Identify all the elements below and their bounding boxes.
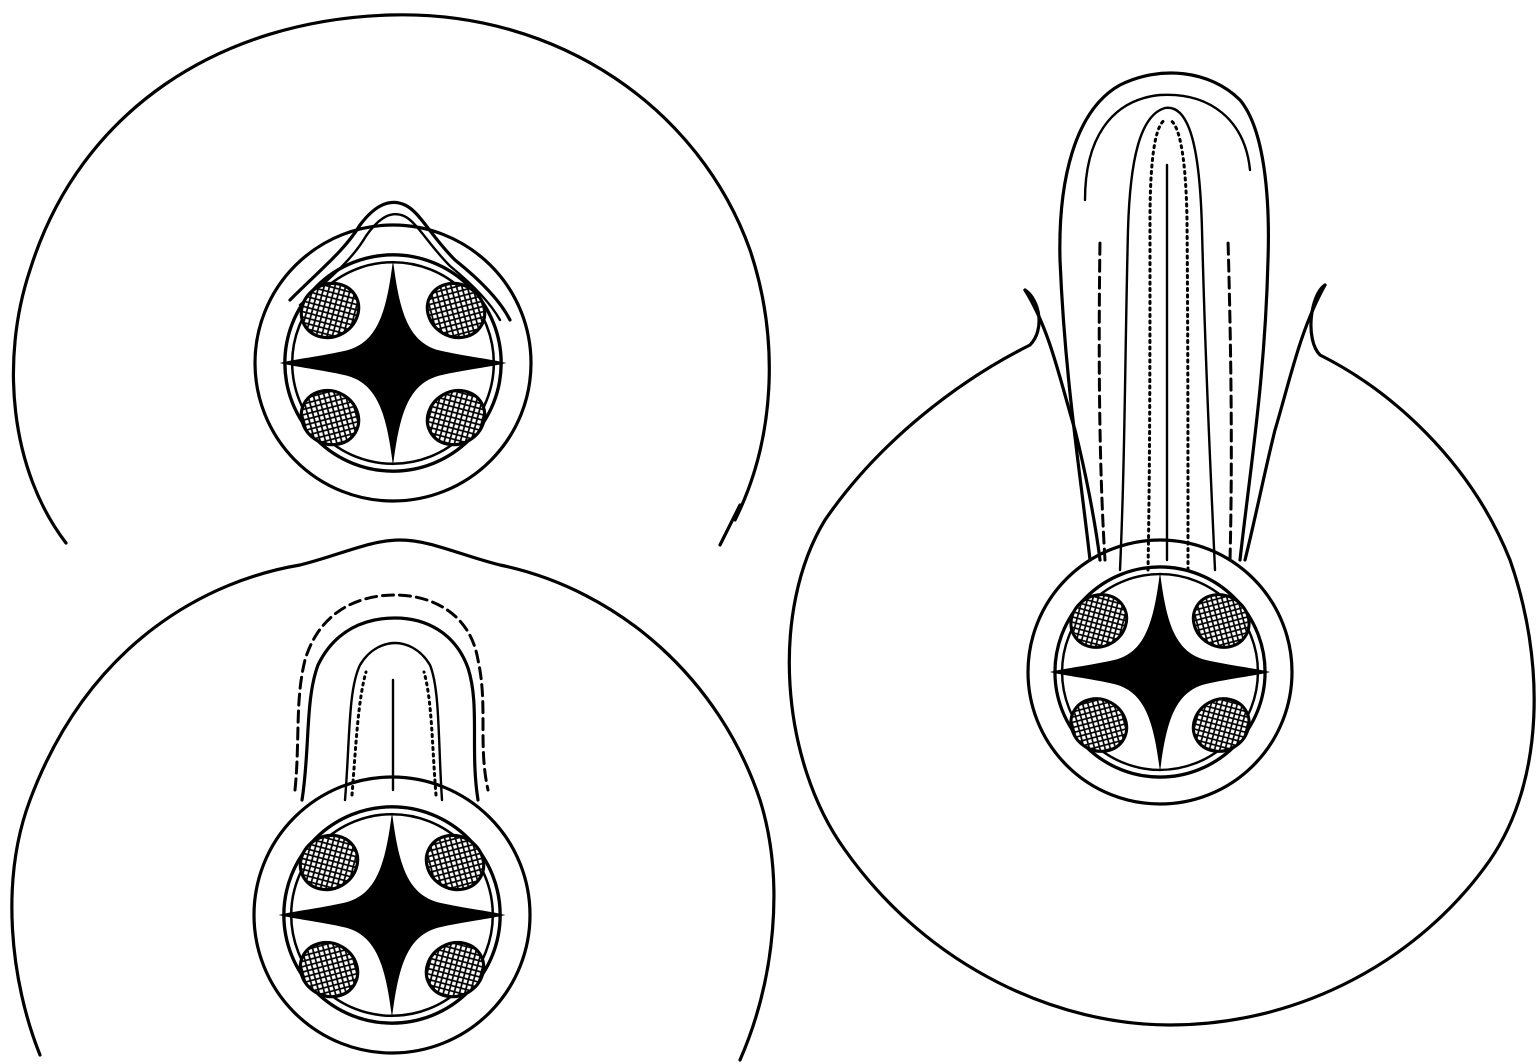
panel-b-stele [279,807,506,1023]
panel-c [789,73,1534,1025]
panel-b-endodermis-sheath [295,595,488,790]
panel-a [13,15,769,545]
panel-c-lateral-root [1060,73,1269,560]
panel-a-stele [280,255,507,471]
panel-b [12,540,774,1060]
panel-c-stele [1050,567,1270,777]
